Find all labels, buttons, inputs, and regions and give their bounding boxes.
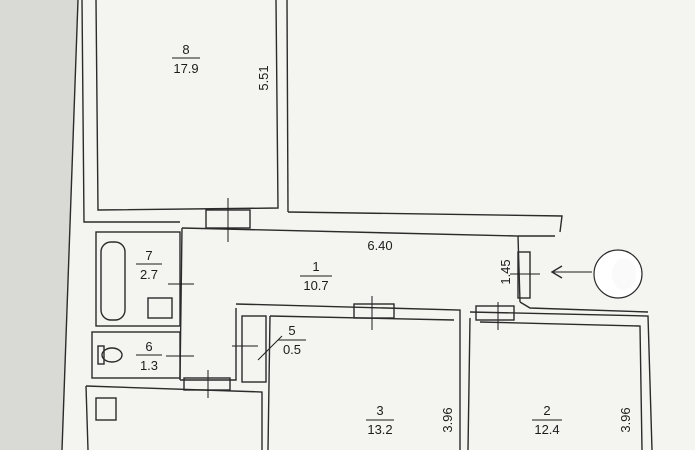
wall-bottom-left [85, 385, 89, 450]
room-1-area: 10.7 [303, 278, 328, 293]
room-3-walls [235, 303, 461, 450]
toilet-tank [97, 345, 105, 365]
room-5-number: 5 [288, 323, 295, 338]
room-2-area: 12.4 [534, 422, 559, 437]
room-3-left [267, 315, 271, 450]
wall-bottom-room [85, 385, 263, 450]
room-5-walls [241, 315, 267, 383]
room-8-number: 8 [182, 42, 189, 57]
door-bottom-room [183, 377, 231, 391]
entry-arrow-head [550, 265, 563, 279]
room-6-walls [91, 331, 181, 379]
dim-room2-height: 3.96 [618, 407, 633, 432]
room-7-area: 2.7 [140, 267, 158, 282]
room-7-number: 7 [145, 248, 152, 263]
room-8-walls [95, 0, 279, 211]
bathtub [100, 241, 126, 321]
dim-room3-height: 3.96 [440, 407, 455, 432]
room-1-number: 1 [312, 259, 319, 274]
sink [147, 297, 173, 319]
wall-right-of-room8 [286, 0, 289, 213]
room-5-area: 0.5 [283, 342, 301, 357]
entry-door [517, 251, 531, 299]
wall-entry-bottom [519, 301, 649, 313]
dim-room8-height: 5.51 [256, 65, 271, 90]
room-3-area: 13.2 [367, 422, 392, 437]
wall-corridor-top [287, 211, 563, 233]
stairwell-highlight [612, 258, 636, 290]
room-2-left [467, 317, 471, 450]
paper-sheet [62, 0, 695, 450]
room-3-number: 3 [376, 403, 383, 418]
toilet-bowl [101, 347, 123, 363]
room-7-walls [95, 231, 181, 327]
outer-wall-left [81, 0, 180, 223]
sheet-edge [61, 0, 79, 450]
room-6-area: 1.3 [140, 358, 158, 373]
door-room2 [475, 305, 515, 321]
stove [95, 397, 117, 421]
room-2-number: 2 [543, 403, 550, 418]
room-8-area: 17.9 [173, 61, 198, 76]
door-room3 [353, 303, 395, 319]
room-2-walls [469, 311, 653, 450]
dim-corridor-length: 6.40 [367, 238, 392, 253]
dim-entry-width: 1.45 [498, 259, 513, 284]
room-6-number: 6 [145, 339, 152, 354]
room-2-inner [479, 321, 643, 450]
wall-room5-left [180, 308, 237, 381]
